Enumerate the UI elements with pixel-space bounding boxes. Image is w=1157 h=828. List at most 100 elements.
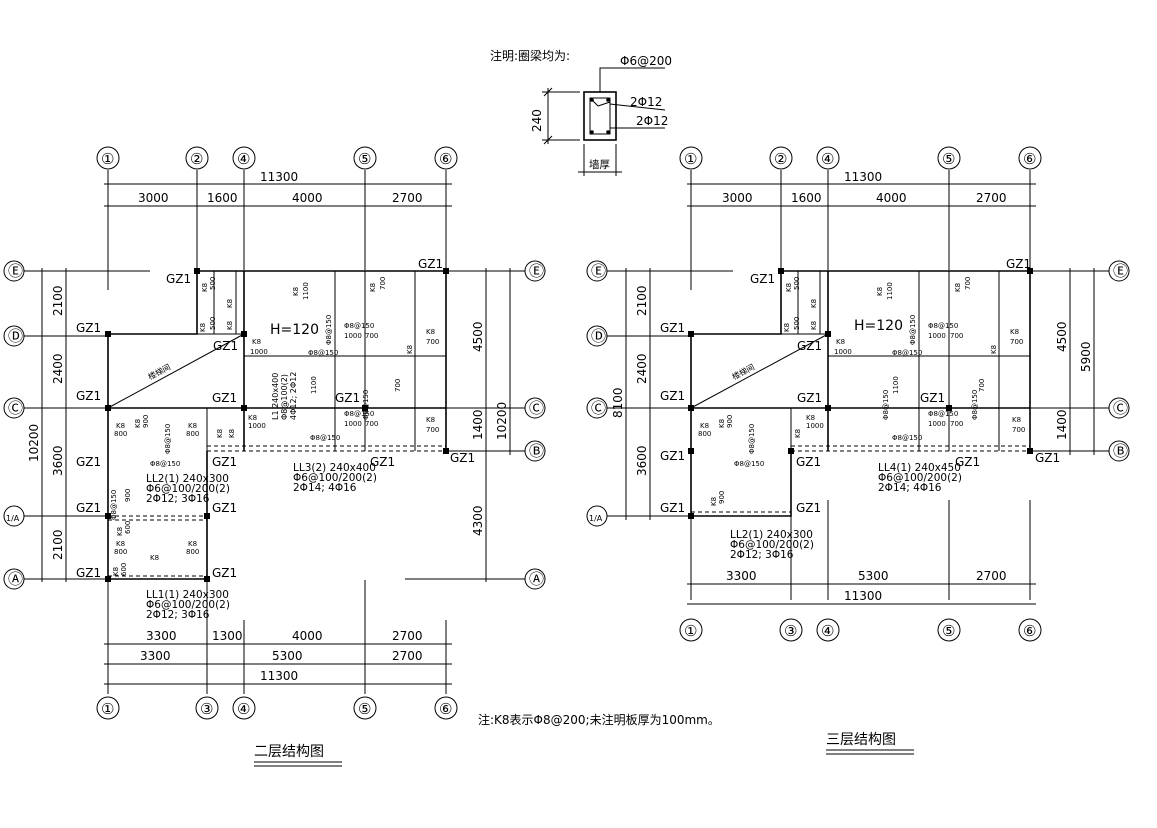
- k8-mark: K8: [426, 328, 435, 336]
- right-bottom-total: 11300: [844, 589, 882, 603]
- ring-beam-bar2-label: 2Φ12: [636, 114, 668, 128]
- axis-bubble: ①: [101, 700, 114, 718]
- rebar-len: 700: [426, 426, 439, 434]
- dim-label: 2700: [392, 629, 423, 643]
- axis-bubble: ①: [684, 622, 697, 640]
- axis-bubble: Ⓔ: [591, 262, 606, 280]
- rebar-len: 700: [394, 379, 402, 392]
- k8-mark: K8: [112, 567, 120, 576]
- gz-label: GZ1: [76, 566, 101, 580]
- k8-mark: K8: [718, 419, 726, 428]
- beam-bars: 2Φ12; 3Φ16: [146, 493, 210, 505]
- rebar-len: 700: [950, 420, 963, 428]
- rebar-len: 500: [209, 317, 217, 330]
- rebar-spacing: Φ8@150: [734, 460, 764, 468]
- ring-beam-detail: 注明:圈梁均为: Φ6@200 2Φ12 2Φ12 240 墙厚: [490, 48, 672, 176]
- left-plan-title: 二层结构图: [254, 744, 324, 760]
- gz-label: GZ1: [1006, 257, 1031, 271]
- k8-mark: K8: [876, 287, 884, 296]
- axis-bubble: ⑥: [1023, 150, 1036, 168]
- dim-label: 1600: [791, 191, 822, 205]
- dim-label: 2700: [392, 649, 423, 663]
- rebar-len: 1000: [250, 348, 268, 356]
- dim-label: 3000: [722, 191, 753, 205]
- rebar-spacing: Φ8@150: [164, 424, 172, 454]
- gz-label: GZ1: [920, 391, 945, 405]
- k8-mark: K8: [426, 416, 435, 424]
- dim-label: 3300: [140, 649, 171, 663]
- beam-stirrup: Φ6@100/200(2): [146, 599, 230, 611]
- rebar-spacing: Φ8@150: [110, 490, 118, 520]
- rebar-len: 700: [426, 338, 439, 346]
- beam-bars: 2Φ14; 4Φ16: [293, 482, 357, 494]
- dim-label: 4000: [876, 191, 907, 205]
- right-top-total: 11300: [844, 170, 882, 184]
- k8-mark: K8: [954, 283, 962, 292]
- gz-label: GZ1: [797, 339, 822, 353]
- k8-mark: K8: [783, 323, 791, 332]
- rebar-len: 1100: [302, 282, 310, 300]
- k8-mark: K8: [810, 299, 818, 308]
- ring-beam-stirrup: [589, 97, 611, 135]
- dim-label: 3600: [51, 445, 65, 476]
- k8-mark: K8: [1012, 416, 1021, 424]
- k8-mark: K8: [369, 283, 377, 292]
- axis-bubble: ⑥: [439, 700, 452, 718]
- k8-mark: K8: [134, 419, 142, 428]
- rebar-len: 700: [1010, 338, 1023, 346]
- rebar-spacing: Φ8@150: [150, 460, 180, 468]
- rebar-spacing: Φ8@150: [310, 434, 340, 442]
- k8-mark: K8: [226, 299, 234, 308]
- dim-label: 1400: [1055, 409, 1069, 440]
- axis-bubble: ④: [821, 150, 834, 168]
- rebar-len: 1000: [806, 422, 824, 430]
- axis-bubble: Ⓓ: [8, 327, 23, 345]
- dim-label: 4300: [471, 505, 485, 536]
- k8-mark: K8: [116, 540, 125, 548]
- rebar-spacing: Φ8@150: [308, 349, 338, 357]
- gz-label: GZ1: [1035, 451, 1060, 465]
- axis-bubble: Ⓒ: [8, 399, 23, 417]
- dim-label: 3300: [146, 629, 177, 643]
- right-beam-labels: LL4(1) 240x450 Φ6@100/200(2) 2Φ14; 4Φ16 …: [730, 462, 962, 561]
- dim-label: 2400: [635, 353, 649, 384]
- k8-mark: K8: [216, 429, 224, 438]
- k8-mark: K8: [199, 323, 207, 332]
- rebar-len: 800: [114, 430, 127, 438]
- k8-mark: K8: [228, 429, 236, 438]
- beam-stirrup: Φ6@100/200(2): [878, 472, 962, 484]
- rebar-spacing: Φ8@150: [344, 322, 374, 330]
- right-top-axes: ① ② ④ ⑤ ⑥: [679, 146, 1042, 170]
- dim-label: 2100: [51, 285, 65, 316]
- beam-bars: 4Φ12; 2Φ12: [289, 372, 298, 420]
- rebar-len: 1000: [344, 420, 362, 428]
- beam-name: L1 240x400: [271, 373, 280, 420]
- axis-bubble: Ⓓ: [591, 327, 606, 345]
- k8-mark: K8: [292, 287, 300, 296]
- dim-label: 3600: [635, 445, 649, 476]
- rebar-len: 700: [964, 277, 972, 290]
- ring-beam-width: 墙厚: [589, 158, 610, 171]
- ring-beam-section: [583, 91, 617, 141]
- gz-label: GZ1: [750, 272, 775, 286]
- k8-mark: K8: [836, 338, 845, 346]
- gz-label: GZ1: [212, 501, 237, 515]
- dim-label: 4000: [292, 629, 323, 643]
- rebar-len: 500: [209, 277, 217, 290]
- rebar-spacing: Φ8@150: [882, 390, 890, 420]
- dim-label: 5300: [858, 569, 889, 583]
- k8-mark: K8: [188, 422, 197, 430]
- left-beam-labels: LL3(2) 240x400 Φ6@100/200(2) 2Φ14; 4Φ16 …: [146, 372, 377, 621]
- rebar-len: 1000: [834, 348, 852, 356]
- gz-label: GZ1: [76, 501, 101, 515]
- gz-label: GZ1: [76, 389, 101, 403]
- gz-label: GZ1: [660, 389, 685, 403]
- k8-mark: K8: [710, 497, 718, 506]
- rebar-spacing: Φ8@150: [325, 315, 333, 345]
- rebar-len: 800: [186, 430, 199, 438]
- axis-bubble: 1/A: [6, 514, 20, 523]
- axis-bubble: Ⓐ: [529, 570, 544, 588]
- axis-bubble: ④: [237, 150, 250, 168]
- rebar-spacing: Φ8@150: [928, 410, 958, 418]
- ring-beam-note: 注明:圈梁均为:: [490, 48, 570, 63]
